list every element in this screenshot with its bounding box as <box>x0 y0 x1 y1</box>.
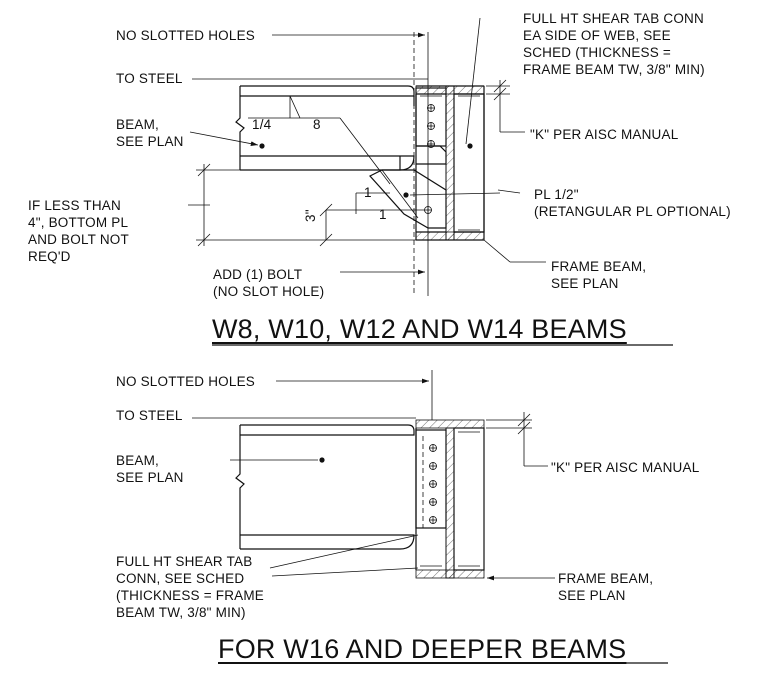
add-bolt-note: ADD (1) BOLT (NO SLOT HOLE) <box>213 267 325 299</box>
break-line-2 <box>235 425 245 549</box>
beam-bottom-flange <box>240 155 415 171</box>
beam2-top-flange <box>240 424 415 436</box>
break-line <box>235 86 245 170</box>
beam-top-flange <box>240 85 415 97</box>
no-slotted-holes-label-2: NO SLOTTED HOLES <box>116 374 255 389</box>
beam2-bottom-flange <box>240 534 415 550</box>
shear-tab-plate <box>415 87 447 147</box>
detail2-title: FOR W16 AND DEEPER BEAMS <box>218 634 627 664</box>
weld-size-label: 1/4 <box>252 117 272 132</box>
detail1-geometry <box>188 17 673 346</box>
k-per-aisc-label-2: "K" PER AISC MANUAL <box>551 460 700 475</box>
cope-plate <box>416 145 447 165</box>
bolt-column-2 <box>429 444 437 524</box>
if-less-than-note: IF LESS THAN 4", BOTTOM PL AND BOLT NOT … <box>28 198 129 264</box>
shear-tab-note-2: FULL HT SHEAR TAB CONN, SEE SCHED (THICK… <box>116 554 264 620</box>
frame-beam-label-2: FRAME BEAM, SEE PLAN <box>558 571 654 603</box>
frame-beam-label: FRAME BEAM, SEE PLAN <box>551 259 647 291</box>
dim-3-label: 3" <box>303 209 318 222</box>
no-slotted-holes-label: NO SLOTTED HOLES <box>116 28 255 43</box>
pl-half-note: PL 1/2" (RETANGULAR PL OPTIONAL) <box>534 187 731 219</box>
to-steel-label: TO STEEL <box>116 71 183 86</box>
weld-symbol <box>248 95 391 185</box>
shear-tab-note: FULL HT SHEAR TAB CONN EA SIDE OF WEB, S… <box>523 11 705 77</box>
beam-see-plan-label: BEAM, SEE PLAN <box>116 117 184 149</box>
weld-length-label: 8 <box>313 117 321 132</box>
detail2-geometry <box>192 370 668 664</box>
beam-see-plan-label-2: BEAM, SEE PLAN <box>116 453 184 485</box>
k-per-aisc-label: "K" PER AISC MANUAL <box>530 127 679 142</box>
slope-rise-label: 1 <box>364 185 372 200</box>
detail1-title: W8, W10, W12 AND W14 BEAMS <box>212 314 627 344</box>
slope-run-label: 1 <box>379 207 387 222</box>
bolt-column <box>424 104 435 214</box>
to-steel-label-2: TO STEEL <box>116 408 183 423</box>
